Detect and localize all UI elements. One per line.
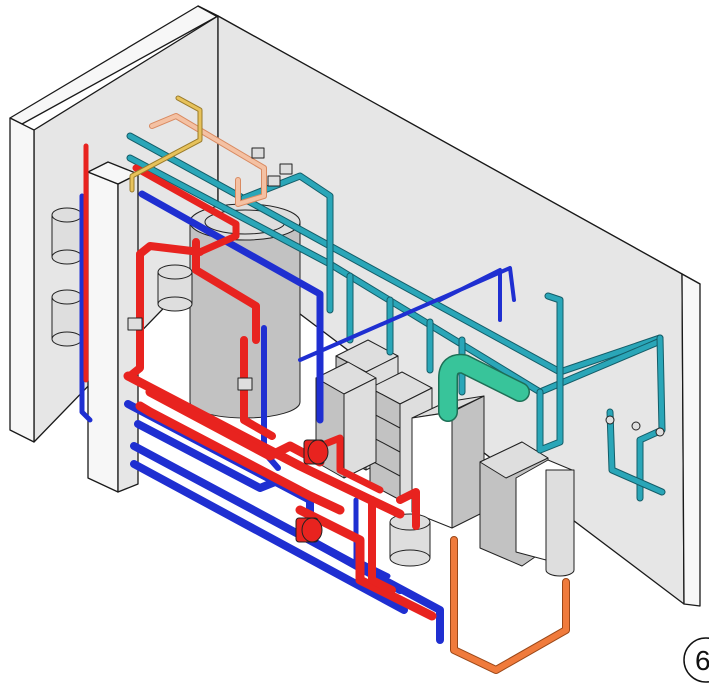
valve-tank-2 — [237, 377, 253, 391]
boiler-modules — [315, 339, 433, 501]
gas-piping — [129, 95, 203, 193]
expansion-tank-small-bottom — [157, 296, 193, 312]
teal-piping — [126, 132, 666, 502]
expansion-tank-upper-top — [51, 207, 83, 223]
pump-lower — [295, 517, 323, 543]
red-loop-left — [126, 242, 204, 380]
copper-upper-manifold-fill — [150, 114, 266, 206]
callout-circle — [683, 637, 709, 683]
teal-main-header-lower-fill — [127, 155, 661, 395]
control-cabinet — [479, 441, 575, 577]
blue-upper-run — [138, 190, 324, 424]
red-riser-to-boilers — [368, 488, 420, 594]
vent-piping — [438, 353, 530, 422]
boiler-module-front — [315, 361, 377, 479]
blue-lower-run-2 — [134, 420, 284, 492]
valve-right-2 — [631, 421, 641, 431]
control-cabinet-top — [479, 441, 549, 479]
expansion-tank-floor — [389, 513, 431, 567]
expansion-tank-floor-bottom — [389, 549, 431, 567]
teal-branch-mid-fill — [537, 293, 563, 453]
expansion-tank-small-top — [157, 264, 193, 280]
vent-elbow-fill — [439, 355, 529, 421]
right-wall-end-cap — [681, 273, 701, 607]
circulator-pumps — [295, 439, 329, 543]
valve-header-3 — [267, 175, 281, 187]
teal-branch-down-to-boilers-fill — [347, 273, 465, 395]
expansion-tank-small — [157, 264, 193, 312]
red-piping — [83, 143, 437, 621]
red-tank-loop — [192, 238, 276, 440]
callout-number: 6 — [695, 645, 709, 676]
expansion-tank-lower-top — [51, 289, 83, 305]
left-wall-end-cap — [9, 117, 35, 443]
valve-header-2 — [279, 163, 293, 175]
blue-header-mid — [298, 266, 516, 362]
boiler-front-right — [343, 377, 377, 479]
teal-main-header-upper-fill — [127, 133, 663, 375]
red-lower-run-3 — [135, 401, 345, 515]
red-lower-run-4 — [295, 505, 437, 621]
blue-lower-run-3 — [130, 442, 444, 644]
pilaster-face — [87, 171, 119, 493]
red-upper-run — [132, 164, 240, 256]
expansion-tank-lower-bottom — [51, 331, 83, 347]
cylinder-tank-right — [545, 469, 575, 577]
figure-callout: 6 — [683, 637, 709, 683]
teal-header-top-run-fill — [241, 173, 333, 313]
pump-upper — [303, 439, 329, 465]
blue-vertical-left-wall — [79, 193, 93, 423]
copper-piping — [149, 113, 570, 674]
valve-right-3 — [655, 427, 665, 437]
valve-tank-1 — [127, 317, 143, 331]
copper-drain-loop-fill — [451, 537, 569, 673]
pump-upper-motor — [307, 439, 329, 465]
valve-right-1 — [605, 415, 615, 425]
teal-drop-right-1-fill — [637, 335, 665, 501]
expansion-tanks-wall — [51, 207, 83, 347]
pump-lower-motor — [301, 517, 323, 543]
valves — [127, 147, 665, 437]
expansion-tank-upper-bottom — [51, 249, 83, 265]
gas-riser-fill — [130, 96, 202, 192]
teal-drop-right-2-fill — [607, 409, 665, 495]
blue-lower-run-4 — [130, 460, 408, 614]
red-pump-branch — [316, 434, 384, 494]
valve-header-1 — [251, 147, 265, 159]
